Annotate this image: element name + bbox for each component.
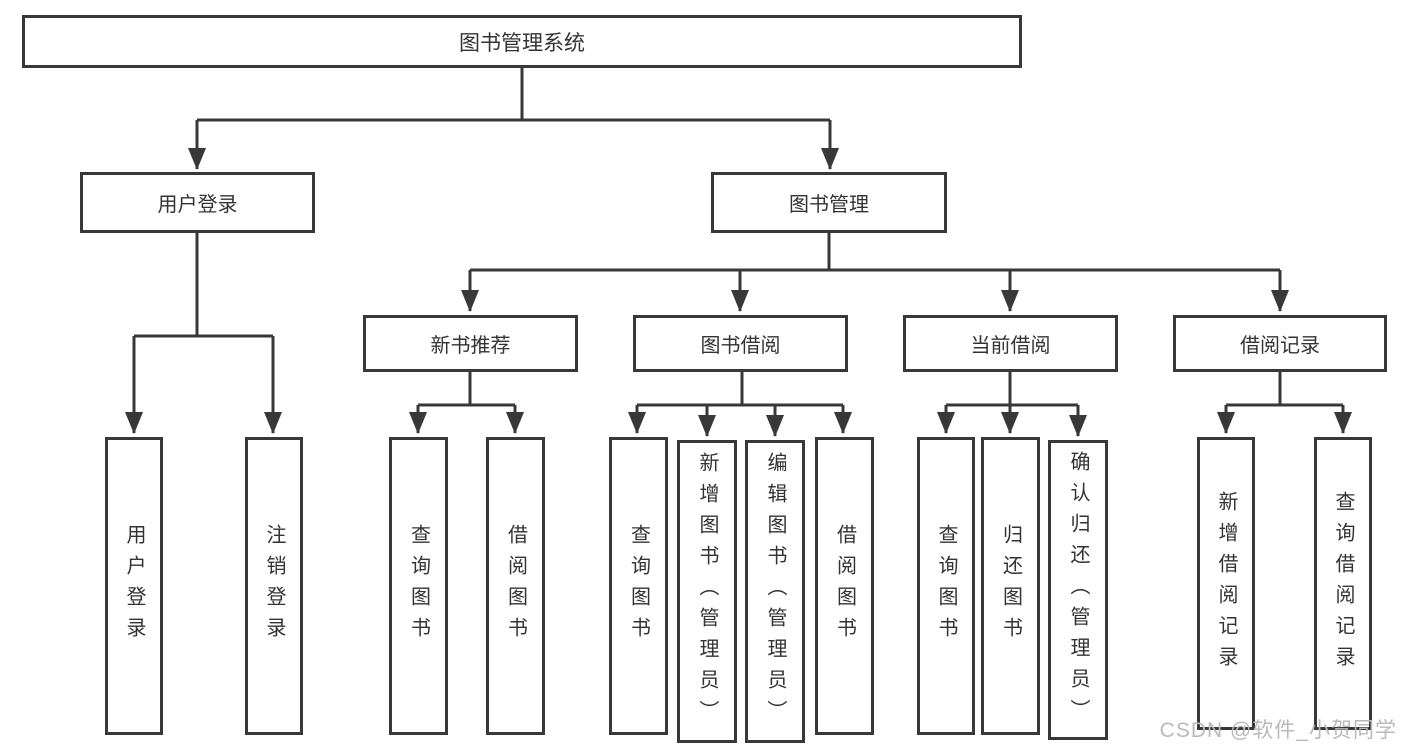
leaf-edit-books-admin: 编辑图书（管理员）	[745, 440, 805, 743]
node-label: 图书管理系统	[459, 31, 585, 55]
leaf-borrow-books: 借阅图书	[486, 437, 545, 735]
leaf-add-borrow-record: 新增借阅记录	[1197, 437, 1255, 730]
connector-root-to-level2	[188, 68, 839, 170]
leaf-query-books: 查询图书	[917, 437, 975, 735]
node-current-borrowing: 当前借阅	[903, 315, 1118, 372]
node-label: 图书管理	[789, 194, 869, 216]
node-book-management: 图书管理	[711, 172, 947, 233]
node-borrowing-records: 借阅记录	[1173, 315, 1387, 372]
node-library-system: 图书管理系统	[22, 15, 1022, 68]
leaf-user-login: 用户登录	[105, 437, 163, 735]
node-label: 注销登录	[263, 524, 285, 648]
connector-new-book-to-leaves	[409, 372, 524, 434]
node-user-login: 用户登录	[80, 172, 315, 233]
node-label: 用户登录	[123, 524, 145, 648]
node-new-book-recommend: 新书推荐	[363, 315, 578, 372]
connector-borrowing-records-to-leaves	[1217, 372, 1352, 434]
node-label: 新增图书（管理员）	[696, 452, 718, 731]
node-label: 当前借阅	[970, 335, 1051, 357]
connector-book-borrowing-to-leaves	[628, 372, 852, 437]
node-label: 查询图书	[627, 524, 650, 648]
leaf-query-books: 查询图书	[609, 437, 668, 735]
leaf-add-books-admin: 新增图书（管理员）	[677, 440, 737, 743]
node-label: 借阅记录	[1240, 335, 1320, 357]
node-label: 新书推荐	[430, 335, 511, 357]
leaf-query-borrow-record: 查询借阅记录	[1314, 437, 1372, 730]
leaf-confirm-return-admin: 确认归还（管理员）	[1048, 440, 1108, 740]
node-label: 查询借阅记录	[1332, 490, 1354, 677]
node-label: 用户登录	[157, 194, 238, 216]
leaf-query-books: 查询图书	[389, 437, 448, 735]
connector-user-login-to-leaves	[125, 233, 282, 434]
csdn-watermark: CSDN @软件_小贺同学	[1159, 719, 1397, 742]
leaf-logout: 注销登录	[245, 437, 303, 735]
node-label: 确认归还（管理员）	[1067, 450, 1089, 730]
node-label: 编辑图书（管理员）	[764, 452, 786, 731]
connector-current-borrowing-to-leaves	[937, 372, 1087, 437]
node-label: 查询图书	[935, 524, 957, 648]
node-label: 借阅图书	[833, 524, 856, 648]
node-label: 借阅图书	[504, 524, 527, 648]
node-label: 查询图书	[407, 524, 430, 648]
node-label: 新增借阅记录	[1215, 490, 1237, 677]
node-label: 图书借阅	[700, 335, 781, 357]
node-book-borrowing: 图书借阅	[633, 315, 848, 372]
leaf-borrow-books: 借阅图书	[815, 437, 874, 735]
leaf-return-books: 归还图书	[981, 437, 1040, 735]
node-label: 归还图书	[999, 524, 1022, 648]
connector-book-management-to-level3	[461, 233, 1289, 312]
